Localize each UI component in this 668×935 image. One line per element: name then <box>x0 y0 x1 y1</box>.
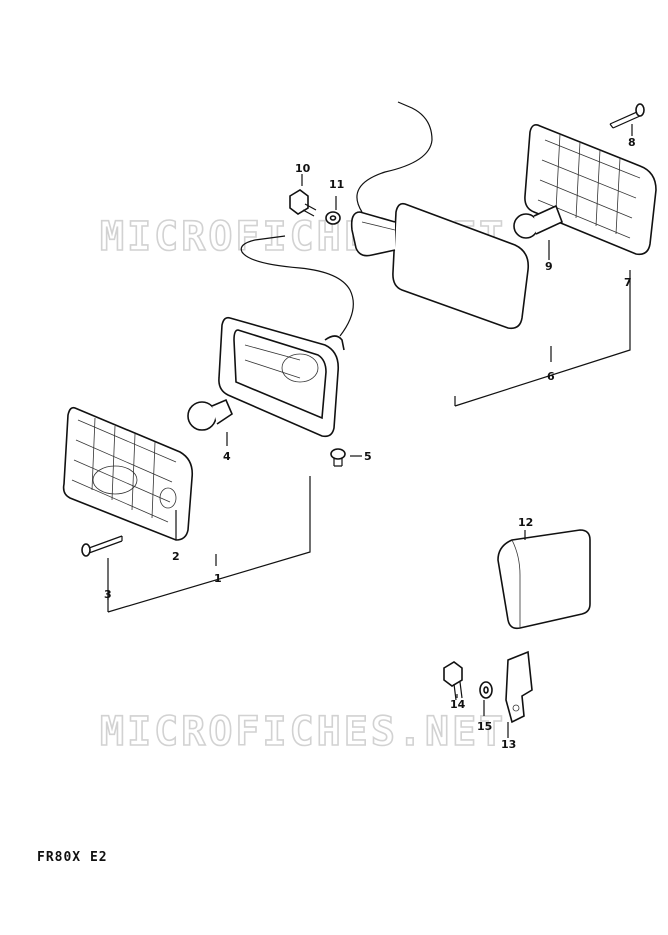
callout-9: 9 <box>545 260 553 273</box>
callout-10: 10 <box>295 162 311 175</box>
flasher-relay-icon <box>497 529 591 630</box>
washer-icon <box>479 681 493 699</box>
turn-signal-housing-icon <box>350 202 530 330</box>
callout-5: 5 <box>364 450 372 463</box>
turn-signal-lens-icon <box>62 406 194 541</box>
screw-icon <box>330 448 346 467</box>
callout-11: 11 <box>329 178 344 191</box>
callout-8: 8 <box>628 136 636 149</box>
bolt-icon <box>443 661 463 701</box>
mounting-bracket-icon <box>505 650 533 724</box>
turn-signal-housing-icon <box>218 316 345 438</box>
callout-6: 6 <box>547 370 555 383</box>
washer-icon <box>325 211 341 225</box>
bulb-icon <box>187 398 233 431</box>
watermark-bottom: MICROFICHES.NET <box>100 709 506 755</box>
wire-icon <box>240 235 354 337</box>
callout-14: 14 <box>450 698 466 711</box>
bolt-icon <box>289 189 317 217</box>
wire-icon <box>356 101 433 213</box>
leader-lines <box>107 124 633 738</box>
callout-4: 4 <box>223 450 231 463</box>
bulb-icon <box>513 204 564 239</box>
callout-3: 3 <box>104 588 112 601</box>
screw-icon <box>81 535 123 557</box>
callout-12: 12 <box>518 516 533 529</box>
callout-1: 1 <box>214 572 222 585</box>
callout-13: 13 <box>501 738 516 751</box>
callout-2: 2 <box>172 550 180 563</box>
model-code-label: FR80X E2 <box>37 850 108 865</box>
callout-15: 15 <box>477 720 492 733</box>
screw-icon <box>609 103 645 129</box>
turn-signal-lens-icon <box>524 124 657 256</box>
callout-7: 7 <box>624 276 632 289</box>
